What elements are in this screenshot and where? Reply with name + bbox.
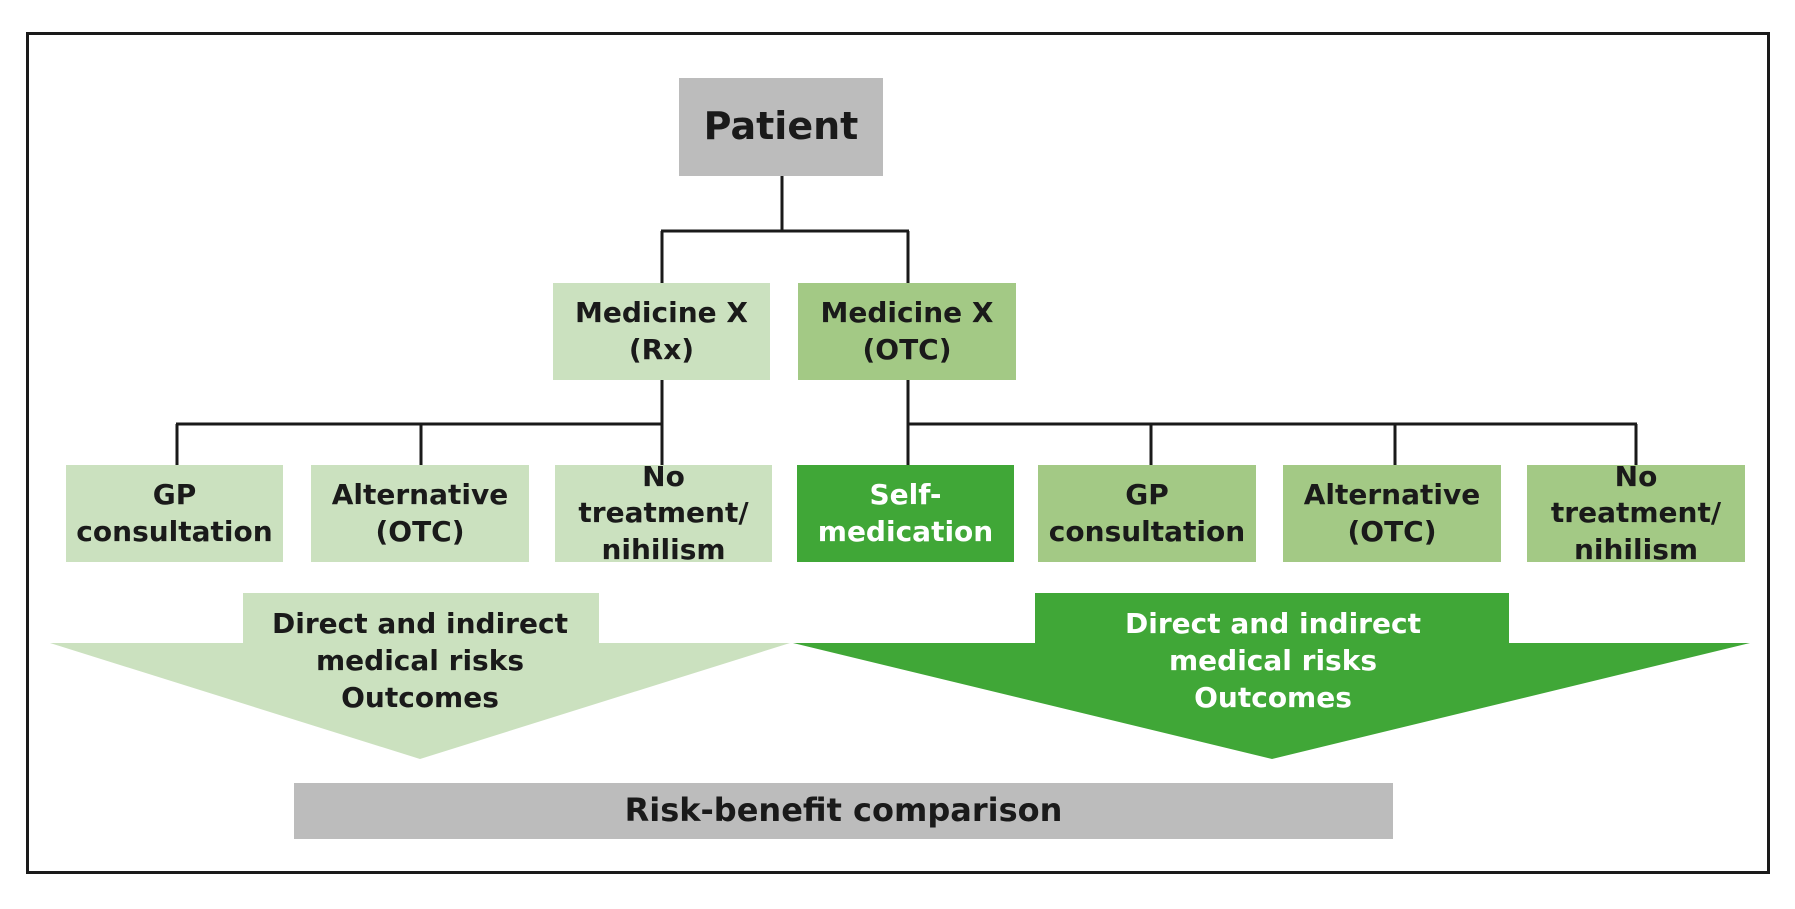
otc-outcome-label: Direct and indirect medical risks Outcom… — [1125, 607, 1421, 714]
rx-outcome-arrow — [50, 593, 790, 759]
patient-node: Patient — [679, 78, 883, 176]
rx-outcome-label: Direct and indirect medical risks Outcom… — [272, 607, 568, 714]
diagram-frame — [26, 32, 1770, 874]
otc-option-gp-consultation: GP consultation — [1038, 465, 1256, 562]
otc-option-no-treatment: No treatment/ nihilism — [1527, 460, 1745, 566]
medicine-otc-node: Medicine X (OTC) — [798, 283, 1016, 380]
medicine-rx-node: Medicine X (Rx) — [553, 283, 770, 380]
otc-option-alternative-otc: Alternative (OTC) — [1283, 465, 1501, 562]
otc-outcome-arrow — [793, 593, 1750, 759]
risk-benefit-comparison-bar: Risk-benefit comparison — [294, 783, 1393, 839]
otc-option-self-medication: Self- medication — [797, 465, 1014, 562]
rx-option-alternative-otc: Alternative (OTC) — [311, 465, 529, 562]
rx-option-no-treatment: No treatment/ nihilism — [555, 460, 772, 566]
rx-option-gp-consultation: GP consultation — [66, 465, 283, 562]
